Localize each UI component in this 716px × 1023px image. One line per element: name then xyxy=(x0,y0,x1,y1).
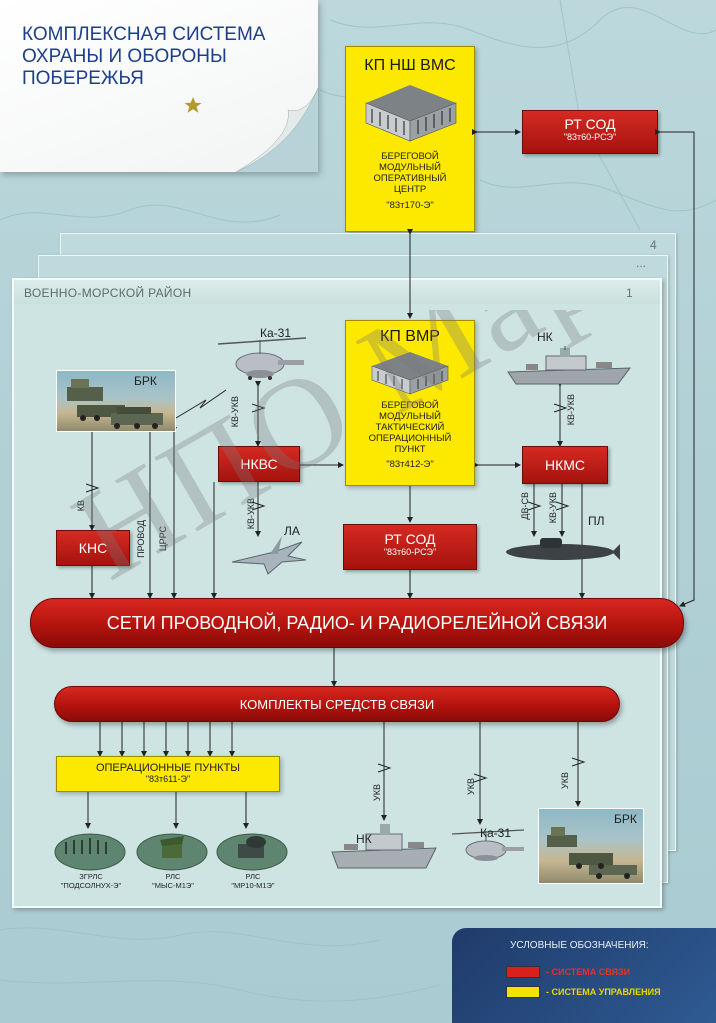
legend-swatch-yellow xyxy=(506,986,540,998)
building-icon xyxy=(365,85,457,142)
brk-bottom-photo xyxy=(538,808,644,884)
sheet-number-front: 1 xyxy=(626,286,633,300)
link-label: УКВ xyxy=(466,778,476,795)
nk-top-label: НК xyxy=(537,330,553,344)
brk-top-photo xyxy=(56,370,176,432)
link-label: КВ xyxy=(76,500,86,512)
kp-vmr-code: "83т412-Э" xyxy=(386,459,434,470)
radar-icon xyxy=(216,833,288,871)
kp-vmr-title: КП ВМР xyxy=(380,328,440,345)
radar-array-icon xyxy=(54,833,126,871)
kp-nsh-code: "83т170-Э" xyxy=(386,200,434,211)
sheet-number-back: 4 xyxy=(650,238,657,252)
op-points-box: ОПЕРАЦИОННЫЕ ПУНКТЫ "83т611-Э" xyxy=(56,756,280,792)
legend-swatch-red xyxy=(506,966,540,978)
helicopter-icon xyxy=(451,829,525,861)
link-label: КВ-УКВ xyxy=(246,498,256,530)
helicopter-icon xyxy=(217,337,307,380)
link-label: КВ-УКВ xyxy=(548,492,558,524)
link-label: КВ-УКВ xyxy=(566,394,576,426)
rt-sod-mid-box: РТ СОД "83т60-РСЭ" xyxy=(343,524,477,570)
kp-nsh-vms-title: КП НШ ВМС xyxy=(364,57,456,74)
page-title: КОМПЛЕКСНАЯ СИСТЕМА ОХРАНЫ И ОБОРОНЫ ПОБ… xyxy=(22,24,266,89)
building-icon xyxy=(371,352,449,395)
title-card xyxy=(0,0,318,172)
sensor-1-caption: ЗГРЛС"ПОДСОЛНУХ-Э" xyxy=(60,872,122,890)
networks-bar: СЕТИ ПРОВОДНОЙ, РАДИО- И РАДИОРЕЛЕЙНОЙ С… xyxy=(30,598,684,648)
region-title: ВОЕННО-МОРСКОЙ РАЙОН xyxy=(24,286,192,300)
nkvs-box: НКВС xyxy=(218,446,300,482)
brk-bottom-label: БРК xyxy=(614,812,637,826)
aircraft-icon xyxy=(231,536,307,575)
link-label: УКВ xyxy=(560,772,570,789)
kns-box: КНС xyxy=(56,530,130,566)
sheet-number-middle: ... xyxy=(636,256,647,270)
radar-icon xyxy=(136,833,208,871)
link-label: УКВ xyxy=(372,784,382,801)
kp-nsh-vms-box: КП НШ ВМС БЕРЕГОВОЙ МОДУЛЬНЫЙ ОПЕРАТИВНЫ… xyxy=(345,46,475,232)
sensor-3-caption: РЛС"МР10-М1Э" xyxy=(231,872,275,890)
legend-item-communication: - СИСТЕМА СВЯЗИ xyxy=(546,967,631,977)
pl-label: ПЛ xyxy=(588,514,605,528)
nk-bottom-label: НК xyxy=(356,832,372,846)
ship-icon xyxy=(507,346,632,385)
coastal-missile-icon xyxy=(67,379,163,429)
link-label: ЦРРС xyxy=(158,526,168,552)
ka31-bottom-label: Ка-31 xyxy=(480,826,512,840)
submarine-icon xyxy=(506,538,620,560)
link-label: КВ-УКВ xyxy=(230,396,240,428)
link-label: ПРОВОД xyxy=(136,520,146,558)
star-icon xyxy=(184,97,202,113)
nkms-box: НКМС xyxy=(522,446,608,484)
coastal-missile-icon xyxy=(547,827,637,879)
rt-sod-top-box: РТ СОД "83т60-РСЭ" xyxy=(522,110,658,154)
ka31-top-label: Ка-31 xyxy=(260,326,292,340)
link-label: ДВ-СВ xyxy=(520,492,530,520)
la-label: ЛА xyxy=(284,524,300,538)
page-curl-icon xyxy=(236,88,319,173)
kp-vmr-box: КП ВМР БЕРЕГОВОЙ МОДУЛЬНЫЙ ТАКТИЧЕСКИЙ О… xyxy=(345,320,475,486)
legend-title: УСЛОВНЫЕ ОБОЗНАЧЕНИЯ: xyxy=(510,940,649,951)
brk-top-label: БРК xyxy=(134,374,157,388)
comm-sets-bar: КОМПЛЕКТЫ СРЕДСТВ СВЯЗИ xyxy=(54,686,620,722)
region-tab xyxy=(14,280,660,304)
legend xyxy=(452,928,716,1023)
ship-icon xyxy=(331,824,437,869)
legend-item-control: - СИСТЕМА УПРАВЛЕНИЯ xyxy=(546,987,661,997)
sensor-2-caption: РЛС"МЫС-М1Э" xyxy=(152,872,194,890)
